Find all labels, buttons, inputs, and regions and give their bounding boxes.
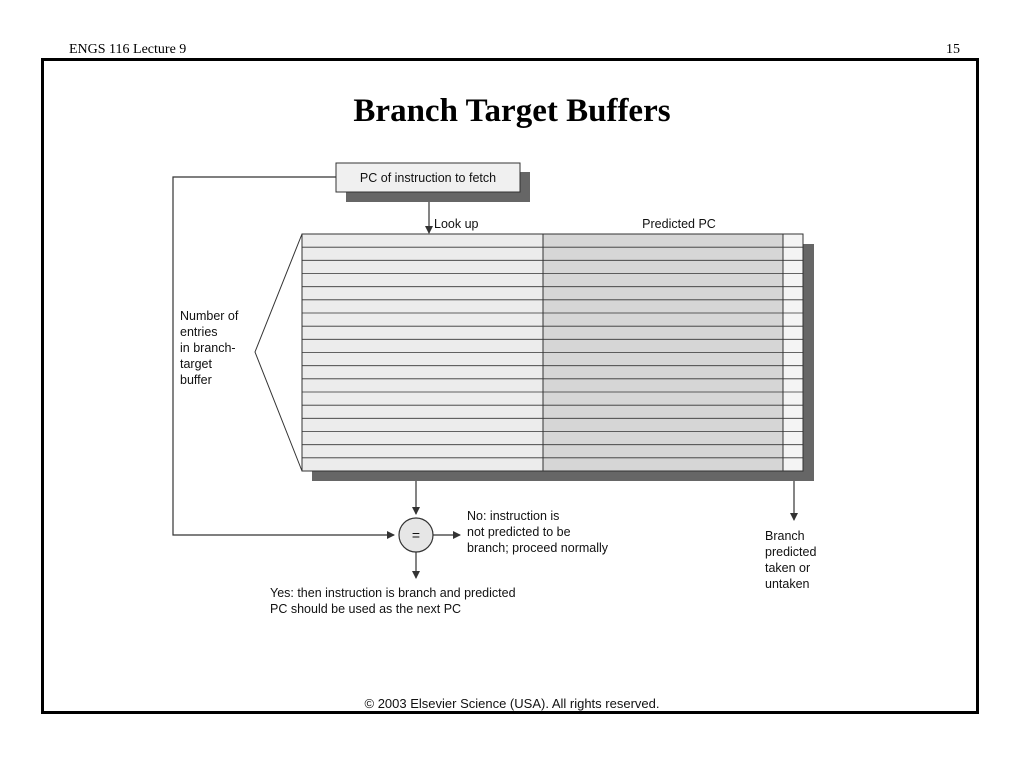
lookup-label: Look up [434,217,479,231]
copyright-notice: © 2003 Elsevier Science (USA). All right… [364,696,660,711]
entries-label: Number of entries in branch- target buff… [180,309,242,387]
no-label: No: instruction is not predicted to be b… [467,509,609,555]
pc-feedback-line [172,176,395,539]
yes-label: Yes: then instruction is branch and pred… [270,586,519,616]
course-header: ENGS 116 Lecture 9 [69,42,187,57]
table-rows [302,246,803,459]
slide-title: Branch Target Buffers [353,93,671,129]
pc-box-label: PC of instruction to fetch [360,171,496,185]
branch-label: Branch predicted taken or untaken [765,529,820,591]
slide-frame [41,58,979,714]
entries-brace [254,233,303,472]
predicted-pc-label: Predicted PC [642,217,716,231]
compare-symbol: = [412,527,420,543]
slide-number: 15 [946,42,960,57]
